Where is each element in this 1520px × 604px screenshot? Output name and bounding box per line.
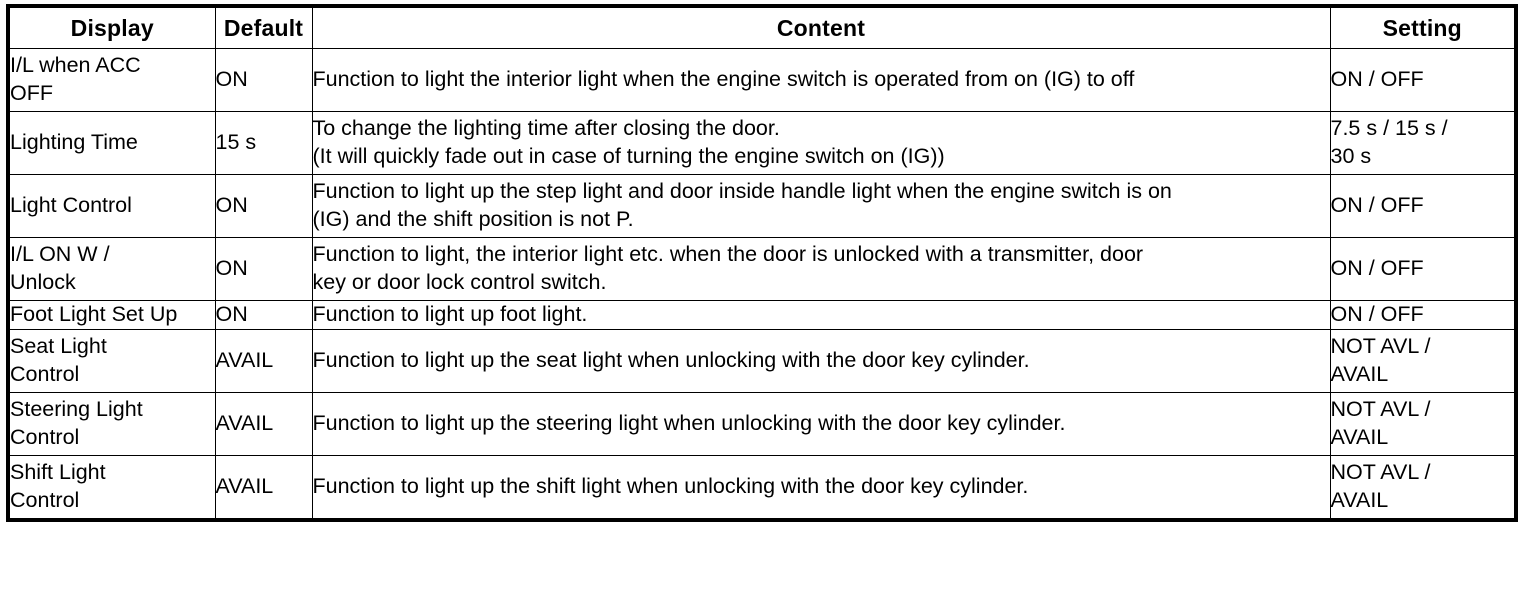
content-line-1: Function to light up the step light and … [312, 179, 1172, 204]
cell-content: To change the lighting time after closin… [311, 111, 1331, 175]
cell-default: AVAIL [214, 455, 313, 521]
column-header-default: Default [214, 5, 313, 49]
cell-content: Function to light up the steering light … [311, 392, 1331, 456]
display-line-1: Foot Light Set Up [10, 302, 178, 327]
cell-display: Foot Light Set Up [7, 300, 216, 330]
setting-line-1: NOT AVL / [1330, 460, 1431, 485]
display-line-1: Shift Light [10, 460, 106, 485]
display-line-2: Control [10, 362, 80, 386]
setting-line-1: 7.5 s / 15 s / [1330, 116, 1448, 141]
content-line-1: To change the lighting time after closin… [312, 116, 780, 141]
cell-default: ON [214, 174, 313, 238]
column-header-content: Content [311, 5, 1331, 49]
display-line-2: Control [10, 425, 80, 449]
display-line-1: I/L when ACC [10, 53, 141, 78]
cell-setting: NOT AVL / AVAIL [1329, 455, 1517, 521]
content-line-2: key or door lock control switch. [312, 270, 607, 294]
table-row: Foot Light Set Up ON Function to light u… [7, 300, 1517, 330]
cell-setting: ON / OFF [1329, 300, 1517, 330]
cell-display: I/L when ACC OFF [7, 48, 216, 112]
setting-line-2: AVAIL [1330, 488, 1389, 512]
cell-setting: ON / OFF [1329, 237, 1517, 301]
content-line-1: Function to light up the seat light when… [312, 348, 1030, 373]
column-header-display: Display [7, 5, 216, 49]
cell-content: Function to light up foot light. [311, 300, 1331, 330]
cell-setting: NOT AVL / AVAIL [1329, 329, 1517, 393]
cell-display: Shift Light Control [7, 455, 216, 521]
table-header: Display Default Content Setting [7, 5, 1517, 49]
setting-line-1: ON / OFF [1330, 193, 1424, 218]
table-row: Seat Light Control AVAIL Function to lig… [7, 329, 1517, 393]
setting-line-1: ON / OFF [1330, 256, 1424, 281]
cell-setting: 7.5 s / 15 s / 30 s [1329, 111, 1517, 175]
table-row: Light Control ON Function to light up th… [7, 174, 1517, 238]
table-row: I/L ON W / Unlock ON Function to light, … [7, 237, 1517, 301]
cell-default: ON [214, 237, 313, 301]
cell-default: ON [214, 300, 313, 330]
setting-line-2: AVAIL [1330, 425, 1389, 449]
display-line-1: Lighting Time [10, 130, 138, 155]
content-line-2: (It will quickly fade out in case of tur… [312, 144, 945, 168]
cell-content: Function to light up the step light and … [311, 174, 1331, 238]
display-line-2: Unlock [10, 270, 76, 294]
cell-content: Function to light up the shift light whe… [311, 455, 1331, 521]
display-line-1: I/L ON W / [10, 242, 110, 267]
content-line-1: Function to light the interior light whe… [312, 67, 1135, 92]
cell-setting: NOT AVL / AVAIL [1329, 392, 1517, 456]
display-line-2: OFF [10, 81, 53, 105]
cell-default: 15 s [214, 111, 313, 175]
display-line-1: Seat Light [10, 334, 107, 359]
cell-display: Lighting Time [7, 111, 216, 175]
content-line-1: Function to light up foot light. [312, 302, 588, 327]
cell-display: Steering Light Control [7, 392, 216, 456]
cell-display: Seat Light Control [7, 329, 216, 393]
setting-line-2: 30 s [1330, 144, 1372, 168]
setting-line-1: ON / OFF [1330, 67, 1424, 92]
setting-line-1: ON / OFF [1330, 302, 1424, 327]
setting-line-2: AVAIL [1330, 362, 1389, 386]
customize-settings-table: Display Default Content Setting I/L when… [6, 4, 1518, 522]
setting-line-1: NOT AVL / [1330, 397, 1431, 422]
display-line-1: Steering Light [10, 397, 143, 422]
display-line-2: Control [10, 488, 80, 512]
content-line-1: Function to light up the shift light whe… [312, 474, 1029, 499]
cell-display: I/L ON W / Unlock [7, 237, 216, 301]
setting-line-1: NOT AVL / [1330, 334, 1431, 359]
table-row: I/L when ACC OFF ON Function to light th… [7, 48, 1517, 112]
table-row: Steering Light Control AVAIL Function to… [7, 392, 1517, 456]
table-row: Shift Light Control AVAIL Function to li… [7, 455, 1517, 521]
table-body: I/L when ACC OFF ON Function to light th… [7, 48, 1517, 521]
cell-setting: ON / OFF [1329, 48, 1517, 112]
cell-content: Function to light the interior light whe… [311, 48, 1331, 112]
table-row: Lighting Time 15 s To change the lightin… [7, 111, 1517, 175]
cell-default: AVAIL [214, 392, 313, 456]
display-line-1: Light Control [10, 193, 132, 218]
column-header-setting: Setting [1329, 5, 1517, 49]
cell-content: Function to light up the seat light when… [311, 329, 1331, 393]
content-line-1: Function to light up the steering light … [312, 411, 1066, 436]
cell-display: Light Control [7, 174, 216, 238]
cell-content: Function to light, the interior light et… [311, 237, 1331, 301]
cell-setting: ON / OFF [1329, 174, 1517, 238]
content-line-1: Function to light, the interior light et… [312, 242, 1144, 267]
header-row: Display Default Content Setting [7, 5, 1517, 49]
cell-default: AVAIL [214, 329, 313, 393]
content-line-2: (IG) and the shift position is not P. [312, 207, 634, 231]
cell-default: ON [214, 48, 313, 112]
